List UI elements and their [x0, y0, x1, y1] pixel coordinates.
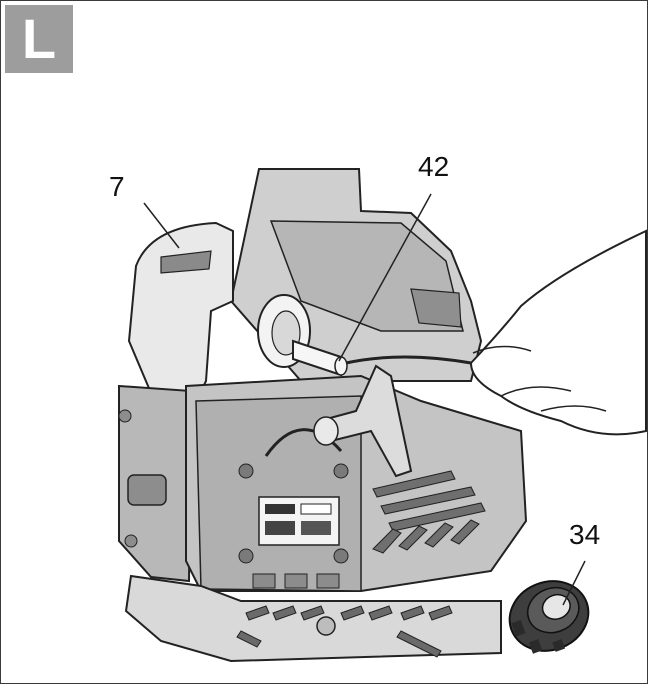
dipstick-cable — [345, 355, 472, 365]
cover-decal — [160, 250, 212, 274]
panel-label-badge: L — [5, 5, 73, 73]
leader-42 — [338, 193, 432, 362]
leader-34 — [562, 560, 586, 606]
base-bolt — [316, 616, 336, 636]
starter-handle — [317, 364, 413, 478]
callout-7: 7 — [109, 171, 125, 202]
hand — [469, 229, 647, 436]
leader-7 — [143, 202, 180, 249]
vent-slot-1 — [410, 288, 462, 328]
left-cover — [127, 221, 234, 413]
fuel-cap — [508, 580, 590, 654]
callout-34: 34 — [569, 519, 601, 550]
cooling-vents — [372, 470, 486, 554]
callout-42: 42 — [418, 151, 450, 182]
panel-label: L — [21, 7, 57, 70]
side-latch — [127, 474, 167, 506]
base-vents — [236, 605, 453, 658]
